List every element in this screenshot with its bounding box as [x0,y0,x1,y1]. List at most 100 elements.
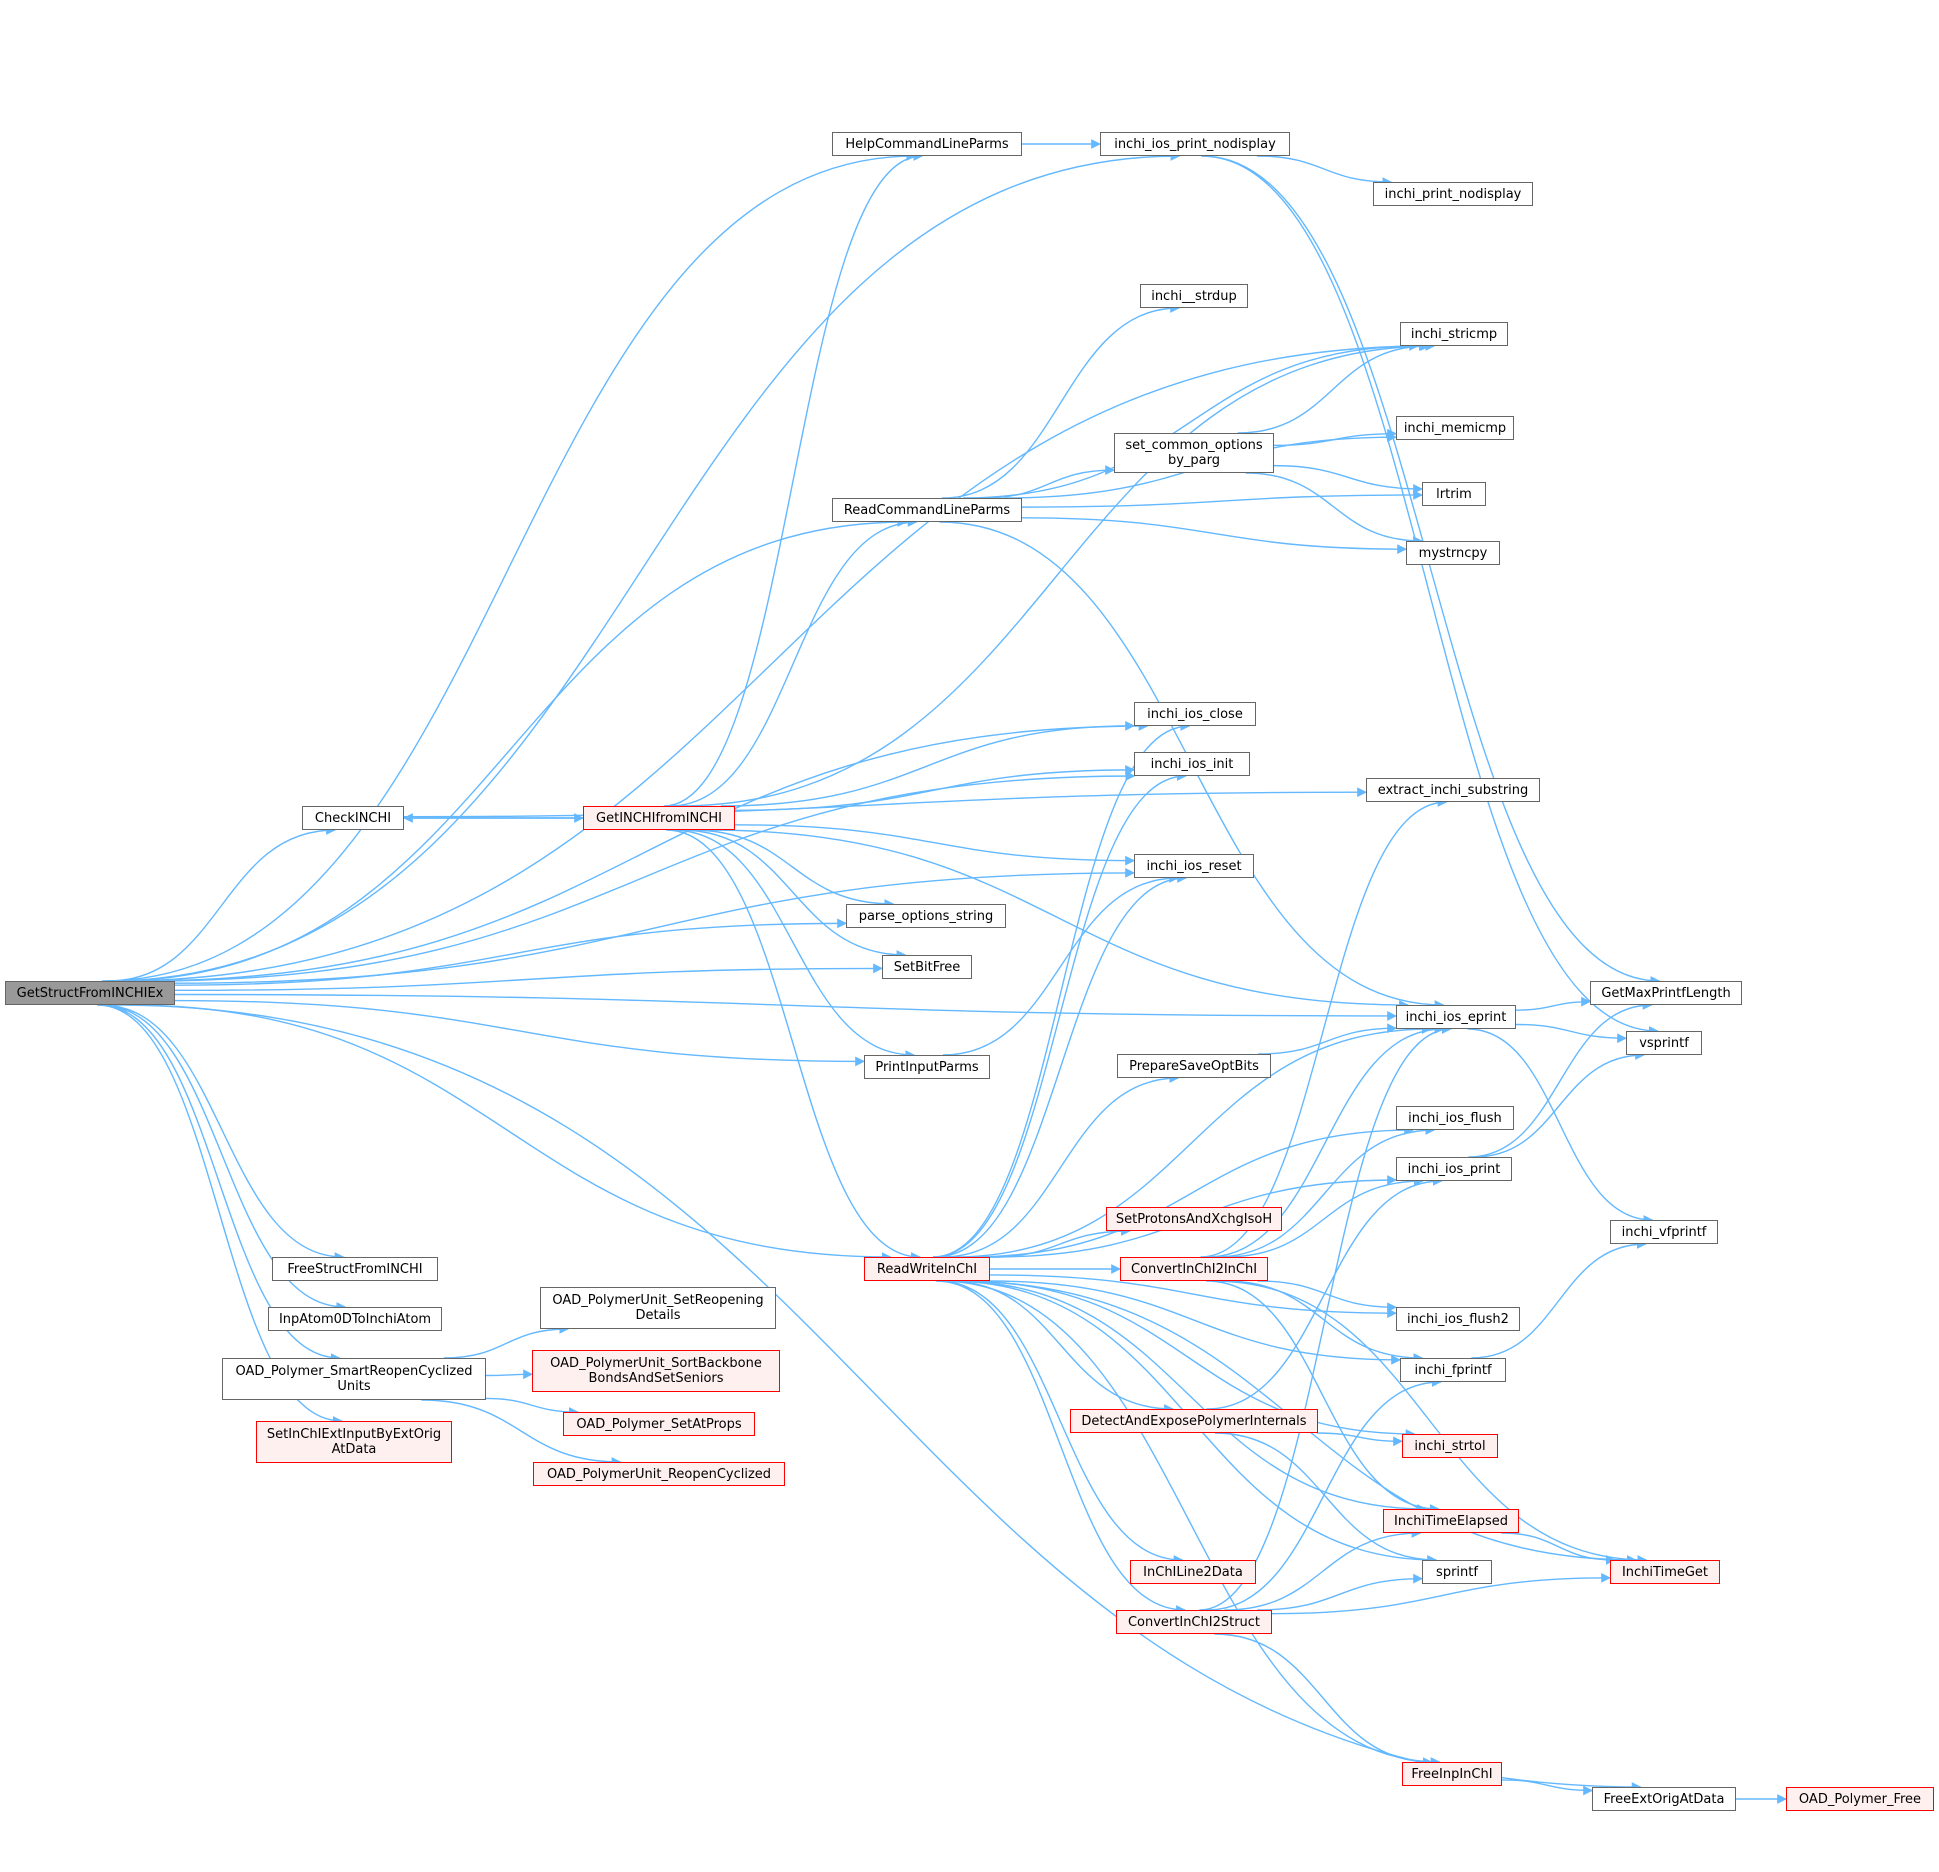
node-oad-polymer-smartreopencyclizedunits[interactable]: OAD_Polymer_SmartReopenCyclized Units [222,1358,486,1400]
edge-root-to-stricmp [114,341,1431,982]
edge-root-to-parseopt [174,918,847,986]
node-getstructfrominchiex: GetStructFromINCHIEx [5,981,175,1005]
node-oad-polymer-free[interactable]: OAD_Polymer_Free [1786,1787,1934,1811]
edge-root-to-ioreset [174,868,1135,984]
edge-root-to-check [108,825,336,982]
edge-eprint-to-vfprintf [1467,1028,1654,1225]
node-inchi-print-nodisplay[interactable]: inchi_print_nodisplay [1373,182,1533,206]
node-getmaxprintflength[interactable]: GetMaxPrintfLength [1590,981,1742,1005]
node-setprotonsandxchgisoh[interactable]: SetProtonsAndXchgIsoH [1106,1207,1282,1231]
edge-root-to-smartreopen [98,1004,341,1363]
node-freestructfrominchi[interactable]: FreeStructFromINCHI [272,1257,438,1281]
node-inchi-strdup[interactable]: inchi__strdup [1140,284,1248,308]
edge-readcmd-to-stricmp [962,341,1420,499]
edge-root-to-freeext [113,1004,1642,1792]
node-checkinchi[interactable]: CheckINCHI [302,806,404,830]
node-inchi-memicmp[interactable]: inchi_memicmp [1396,416,1514,440]
edge-root-to-inpatom [99,1004,347,1312]
node-inchi-ios-init[interactable]: inchi_ios_init [1134,752,1250,776]
edge-getinchi-to-stricmp [678,341,1436,807]
node-inchi-ios-close[interactable]: inchi_ios_close [1134,702,1256,726]
edge-ioprint-to-getmax [1468,1000,1653,1158]
edge-readwrite-to-ioflush [968,1125,1415,1258]
node-helpcommandlineparms[interactable]: HelpCommandLineParms [832,132,1022,156]
edge-readwrite-to-conv2struct [936,1280,1186,1615]
edge-root-to-printinput [174,999,865,1067]
node-oad-polymerunit-setreopeningdetails[interactable]: OAD_PolymerUnit_SetReopening Details [540,1287,776,1329]
edge-nodisp-to-getmax [1201,155,1661,986]
node-printinputparms[interactable]: PrintInputParms [864,1055,990,1079]
node-oad-polymerunit-sortbackbonebondsandsetseniors[interactable]: OAD_PolymerUnit_SortBackbone BondsAndSet… [532,1350,780,1392]
node-convertinchi2struct[interactable]: ConvertInChI2Struct [1116,1610,1272,1634]
node-setinchiextinputbyextorigatdata[interactable]: SetInChIExtInputByExtOrig AtData [256,1421,452,1463]
edge-conv2inchi-to-ioprint [1225,1176,1424,1258]
node-inchiline2data[interactable]: InChILine2Data [1130,1560,1256,1584]
edge-readwrite-to-ioinit [933,771,1187,1258]
node-mystrncpy[interactable]: mystrncpy [1406,541,1500,565]
edge-ioprint-to-vsprintf [1473,1050,1645,1158]
node-inchitimeelapsed[interactable]: InchiTimeElapsed [1383,1509,1519,1533]
node-extract-inchi-substring[interactable]: extract_inchi_substring [1366,778,1540,802]
edge-readcmd-to-mystrncpy [1021,517,1407,555]
edge-getinchi-to-ioreset [734,824,1135,866]
node-getinchifrominchi[interactable]: GetINCHIfromINCHI [583,806,735,830]
node-sprintf[interactable]: sprintf [1422,1560,1492,1584]
node-inchi-vfprintf[interactable]: inchi_vfprintf [1610,1220,1718,1244]
node-convertinchi2inchi[interactable]: ConvertInChI2InChI [1120,1257,1268,1281]
node-inchi-ios-print-nodisplay[interactable]: inchi_ios_print_nodisplay [1100,132,1290,156]
edge-conv2inchi-to-timeelapsed [1206,1280,1440,1514]
edge-conv2inchi-to-ioflush2 [1257,1280,1397,1313]
edge-conv2inchi-to-fprintf [1224,1280,1424,1363]
node-inchi-ios-eprint[interactable]: inchi_ios_eprint [1396,1005,1516,1029]
node-inchitimeget[interactable]: InchiTimeGet [1610,1560,1720,1584]
edge-readwrite-to-ioreset [934,873,1188,1258]
node-inchi-ios-print[interactable]: inchi_ios_print [1396,1157,1512,1181]
edge-root-to-readwrite [126,1004,892,1262]
node-detectandexposepolymerinternals[interactable]: DetectAndExposePolymerInternals [1070,1409,1318,1433]
edge-root-to-ioclose [137,721,1149,982]
node-oad-polymer-setatprops[interactable]: OAD_Polymer_SetAtProps [563,1412,755,1436]
node-freeinpinchi[interactable]: FreeInpInChI [1402,1762,1502,1786]
edge-conv2struct-to-fprintf [1206,1377,1442,1611]
edge-root-to-nodisp [105,151,1181,982]
node-inchi-fprintf[interactable]: inchi_fprintf [1400,1358,1506,1382]
node-inpatom0dtoinchiatom[interactable]: InpAtom0DToInchiAtom [268,1307,442,1331]
node-readwriteinchi[interactable]: ReadWriteInChI [864,1257,990,1281]
node-inchi-stricmp[interactable]: inchi_stricmp [1400,322,1508,346]
node-oad-polymerunit-reopencyclized[interactable]: OAD_PolymerUnit_ReopenCyclized [533,1462,785,1486]
node-set-common-options-by-parg[interactable]: set_common_options by_parg [1114,433,1274,473]
node-readcommandlineparms[interactable]: ReadCommandLineParms [832,498,1022,522]
edge-getinchi-to-eprint [707,829,1409,1010]
node-parse-options-string[interactable]: parse_options_string [846,904,1006,928]
node-inchi-ios-flush[interactable]: inchi_ios_flush [1396,1106,1514,1130]
edge-readwrite-to-line2data [937,1280,1184,1565]
node-inchi-strtol[interactable]: inchi_strtol [1402,1434,1498,1458]
edge-getinchi-to-printinput [671,829,916,1060]
edge-conv2struct-to-freeinp [1214,1633,1433,1767]
node-vsprintf[interactable]: vsprintf [1626,1031,1702,1055]
edge-printinput-to-ioreset [942,873,1180,1056]
edge-conv2inchi-to-eprint [1206,1024,1445,1258]
edge-root-to-help [101,151,917,982]
edge-readcmd-to-strdup [941,303,1181,499]
edge-preparesave-to-eprint [1258,1023,1397,1055]
edge-readwrite-to-ioclose [932,721,1191,1258]
edge-nodisp-to-printnodisp [1256,155,1393,187]
edge-readwrite-to-timeelapsed [951,1280,1428,1514]
node-inchi-ios-reset[interactable]: inchi_ios_reset [1134,854,1254,878]
node-freeextorigatdata[interactable]: FreeExtOrigAtData [1592,1787,1736,1811]
node-setbitfree[interactable]: SetBitFree [882,955,972,979]
node-inchi-ios-flush2[interactable]: inchi_ios_flush2 [1396,1307,1520,1331]
edge-readwrite-to-fprintf [989,1280,1401,1365]
edge-root-to-setbitfree [174,963,883,992]
edge-readcmd-to-lrtrim [1021,490,1423,508]
edge-readcmd-to-setcommon [983,465,1115,499]
edge-readwrite-to-eprint [952,1024,1432,1258]
node-preparesaveoptbits[interactable]: PrepareSaveOptBits [1117,1054,1271,1078]
node-lrtrim[interactable]: lrtrim [1422,482,1486,506]
edge-conv2inchi-to-timeget [1212,1280,1648,1565]
edge-detect-to-strtol [1316,1432,1403,1447]
edge-setcommon-to-lrtrim [1273,464,1423,494]
edge-check-to-extract [403,787,1367,818]
